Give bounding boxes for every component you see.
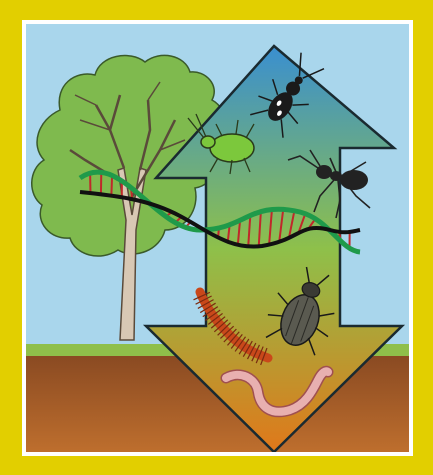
dna-rung bbox=[111, 175, 112, 195]
